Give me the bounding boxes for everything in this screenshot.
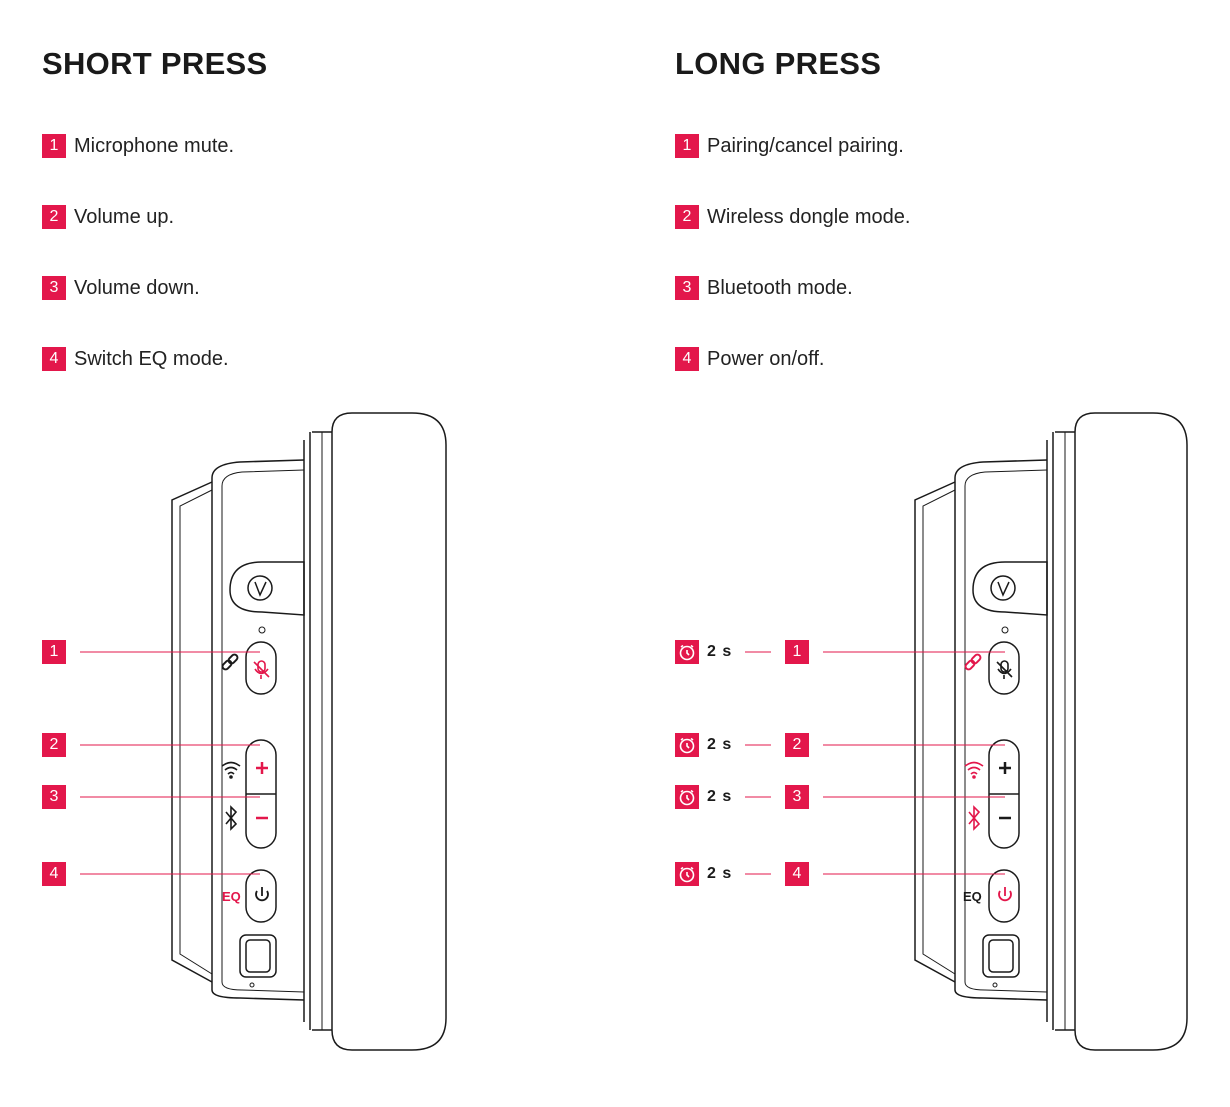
headphone-diagram: EQ xyxy=(745,412,1188,1051)
long-press-item-3: 3 Bluetooth mode. xyxy=(675,275,853,301)
plus-icon xyxy=(999,762,1011,774)
earcup-rim xyxy=(914,481,956,983)
power-icon xyxy=(998,887,1012,902)
duration-3: 2 s xyxy=(675,785,732,809)
short-press-item-1: 1 Microphone mute. xyxy=(42,133,234,159)
ear-cushion xyxy=(1074,412,1188,1051)
short-press-panel: SHORT PRESS 1 Microphone mute. 2 Volume … xyxy=(42,46,447,1051)
hinge xyxy=(229,561,305,616)
step-badge: 4 xyxy=(42,347,66,371)
callout-badge-4: 4 xyxy=(785,862,809,886)
earcup-rim xyxy=(171,481,213,983)
duration-text: 2 s xyxy=(707,736,733,753)
mic-mute-icon xyxy=(996,660,1013,679)
long-press-panel: LONG PRESS 1 Pairing/cancel pairing. 2 W… xyxy=(633,0,1230,1107)
earcup-housing xyxy=(211,459,305,1001)
power-button xyxy=(988,869,1020,923)
step-badge: 2 xyxy=(42,205,66,229)
ear-cushion xyxy=(331,412,447,1051)
short-press-item-3: 3 Volume down. xyxy=(42,275,200,301)
link-icon xyxy=(221,653,239,671)
bluetooth-icon xyxy=(968,805,981,831)
callout-badge-1: 1 xyxy=(785,640,809,664)
short-press-item-2: 2 Volume up. xyxy=(42,204,174,230)
callout-badge-3: 3 xyxy=(785,785,809,809)
short-press-title: SHORT PRESS xyxy=(42,46,268,81)
step-text: Pairing/cancel pairing. xyxy=(707,134,904,157)
duration-text: 2 s xyxy=(707,865,733,882)
eq-label: EQ xyxy=(963,889,982,904)
clock-icon xyxy=(675,785,699,809)
usb-port xyxy=(239,934,277,978)
link-icon xyxy=(964,653,982,671)
duration-text: 2 s xyxy=(707,643,733,660)
wireless-icon xyxy=(964,761,984,779)
step-badge: 3 xyxy=(42,276,66,300)
callout-badge-2: 2 xyxy=(42,733,66,757)
callout-badge-2: 2 xyxy=(785,733,809,757)
clock-icon xyxy=(675,862,699,886)
wireless-icon xyxy=(221,761,241,779)
duration-2: 2 s xyxy=(675,733,732,757)
clock-icon xyxy=(675,640,699,664)
step-badge: 1 xyxy=(675,134,699,158)
power-icon xyxy=(255,887,269,902)
callout-badge-4: 4 xyxy=(42,862,66,886)
mic-mute-icon xyxy=(253,660,270,679)
callout-badge-1: 1 xyxy=(42,640,66,664)
clock-icon xyxy=(675,733,699,757)
step-text: Switch EQ mode. xyxy=(74,347,229,370)
step-text: Microphone mute. xyxy=(74,134,235,157)
step-text: Wireless dongle mode. xyxy=(707,205,911,228)
earcup-housing xyxy=(954,459,1048,1001)
long-press-title: LONG PRESS xyxy=(675,46,882,81)
duration-4: 2 s xyxy=(675,862,732,886)
long-press-item-2: 2 Wireless dongle mode. xyxy=(675,204,910,230)
duration-1: 2 s xyxy=(675,640,732,664)
power-button xyxy=(245,869,277,923)
step-badge: 2 xyxy=(675,205,699,229)
usb-port xyxy=(982,934,1020,978)
long-press-item-1: 1 Pairing/cancel pairing. xyxy=(675,133,904,159)
step-text: Power on/off. xyxy=(707,347,825,370)
short-press-item-4: 4 Switch EQ mode. xyxy=(42,346,229,372)
duration-text: 2 s xyxy=(707,788,733,805)
bluetooth-icon xyxy=(225,805,238,831)
step-badge: 3 xyxy=(675,276,699,300)
step-text: Volume up. xyxy=(74,205,175,228)
long-press-item-4: 4 Power on/off. xyxy=(675,346,824,372)
step-badge: 4 xyxy=(675,347,699,371)
callout-badge-3: 3 xyxy=(42,785,66,809)
eq-label: EQ xyxy=(222,889,241,904)
step-badge: 1 xyxy=(42,134,66,158)
step-text: Volume down. xyxy=(74,276,200,299)
hinge xyxy=(972,561,1048,616)
step-text: Bluetooth mode. xyxy=(707,276,853,299)
headphone-diagram: EQ xyxy=(80,412,447,1051)
plus-icon xyxy=(256,762,268,774)
